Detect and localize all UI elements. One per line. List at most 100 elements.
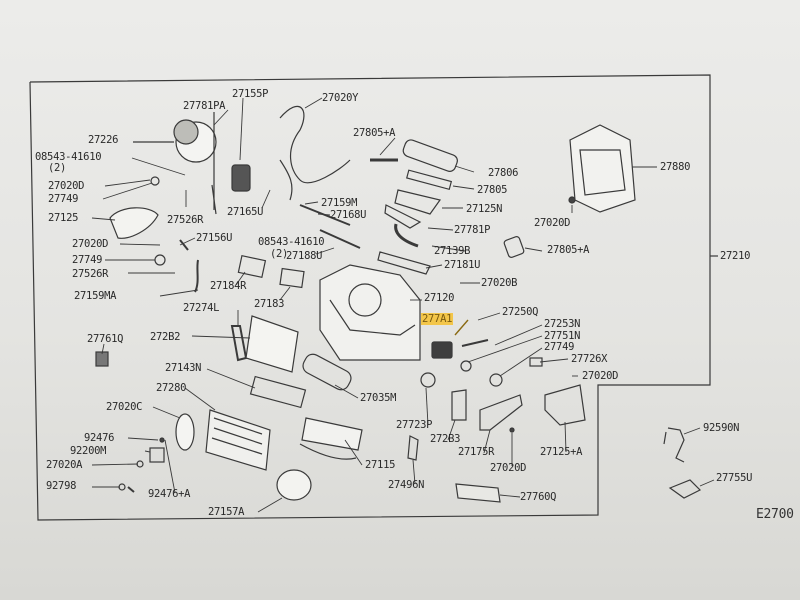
part-label-27020C: 27020C bbox=[106, 401, 143, 413]
part-label-27181U: 27181U bbox=[444, 259, 481, 271]
part-label-27159M: 27159M bbox=[321, 197, 358, 209]
evaporator-27280-drawing bbox=[205, 409, 271, 471]
rod-27159MA-drawing bbox=[194, 259, 199, 293]
part-label-27805-a: 27805+A bbox=[353, 127, 396, 139]
part-label-27184R: 27184R bbox=[210, 280, 247, 292]
part-label-27880: 27880 bbox=[660, 161, 691, 173]
part-label-27120: 27120 bbox=[424, 292, 455, 304]
part-label-27020D-4: 27020D bbox=[582, 370, 619, 382]
relay-92200M-drawing bbox=[149, 447, 165, 463]
part-label-92590N: 92590N bbox=[703, 422, 740, 434]
part-label-277A1-highlighted: 277A1 bbox=[421, 313, 454, 325]
part-label-27139B: 27139B bbox=[434, 245, 471, 257]
duct-27125N-drawing bbox=[394, 189, 442, 215]
part-label-272B3: 272B3 bbox=[430, 433, 461, 445]
harness-drawing bbox=[279, 105, 351, 201]
part-label-27020A: 27020A bbox=[46, 459, 83, 471]
part-label-27761Q: 27761Q bbox=[87, 333, 124, 345]
part-label-27020D-2: 27020D bbox=[72, 238, 109, 250]
part-label-27183: 27183 bbox=[254, 298, 285, 310]
part-label-27020B: 27020B bbox=[481, 277, 518, 289]
part-label-27749-3: 27749 bbox=[544, 341, 575, 353]
part-label-27781P: 27781P bbox=[454, 224, 491, 236]
part-label-27165U: 27165U bbox=[227, 206, 264, 218]
part-label-08543-41610-2: 08543-41610 bbox=[258, 236, 325, 248]
clip-27749b-drawing bbox=[154, 254, 166, 266]
blower-motor-drawing bbox=[133, 119, 217, 163]
part-label-27168U: 27168U bbox=[330, 209, 367, 221]
bracket-27496N-drawing bbox=[407, 435, 419, 461]
filter-272B2-drawing bbox=[245, 315, 299, 373]
clip-27749-drawing bbox=[150, 176, 160, 186]
actuator-277A1-drawing bbox=[431, 341, 453, 359]
gasket-27805-drawing bbox=[406, 169, 453, 191]
part-label-27125N: 27125N bbox=[466, 203, 503, 215]
part-label-27159MA: 27159MA bbox=[74, 290, 117, 302]
part-label-27280: 27280 bbox=[156, 382, 187, 394]
part-label-27723P: 27723P bbox=[396, 419, 433, 431]
part-label-08543-41610: 08543-41610 bbox=[35, 151, 102, 163]
part-label-272B2: 272B2 bbox=[150, 331, 181, 343]
grille-27143N-drawing bbox=[249, 375, 307, 409]
cover-27760Q-drawing bbox=[455, 483, 501, 503]
part-label-27125-a: 27125+A bbox=[540, 446, 583, 458]
filter-cap-27157A-drawing bbox=[276, 469, 312, 501]
motor-272B3-drawing bbox=[451, 389, 467, 421]
duct-27125-drawing bbox=[109, 207, 159, 239]
sensor-27761Q-drawing bbox=[95, 351, 109, 367]
diagram-code: E2700 bbox=[756, 507, 794, 522]
part-label-27749: 27749 bbox=[48, 193, 79, 205]
part-label-27020D: 27020D bbox=[48, 180, 85, 192]
duct-27125A-drawing bbox=[544, 384, 586, 426]
part-label-27755U: 27755U bbox=[716, 472, 753, 484]
part-label-27496N: 27496N bbox=[388, 479, 425, 491]
door-27184R-drawing bbox=[237, 254, 267, 279]
seal-27139B-drawing bbox=[394, 223, 419, 248]
part-label-27125: 27125 bbox=[48, 212, 79, 224]
resistor-drawing bbox=[231, 164, 251, 192]
part-label-27806: 27806 bbox=[488, 167, 519, 179]
part-label-27020Y: 27020Y bbox=[322, 92, 359, 104]
lever-27175R-drawing bbox=[479, 394, 523, 431]
part-label-27805-a-2: 27805+A bbox=[547, 244, 590, 256]
seal-27035M-drawing bbox=[302, 353, 352, 391]
part-label-27175R: 27175R bbox=[458, 446, 495, 458]
lever-27188U-drawing bbox=[319, 229, 361, 249]
part-label-27781PA: 27781PA bbox=[183, 100, 226, 112]
heater-unit-27120-drawing bbox=[319, 264, 421, 361]
seal-27805A-drawing bbox=[503, 236, 525, 258]
part-label-27115: 27115 bbox=[365, 459, 396, 471]
part-label-27156U: 27156U bbox=[196, 232, 233, 244]
sensor-27755U-drawing bbox=[668, 479, 702, 499]
part-label-27035M: 27035M bbox=[360, 392, 397, 404]
case-27880-drawing bbox=[569, 124, 636, 213]
part-label-qty-2: (2) bbox=[48, 162, 67, 174]
part-label-27751N: 27751N bbox=[544, 330, 581, 342]
part-label-92200M: 92200M bbox=[70, 445, 107, 457]
part-label-27253N: 27253N bbox=[544, 318, 581, 330]
part-label-27749-2: 27749 bbox=[72, 254, 103, 266]
part-label-27526R-2: 27526R bbox=[72, 268, 109, 280]
part-label-27726X: 27726X bbox=[571, 353, 608, 365]
gasket-27806-drawing bbox=[402, 139, 458, 172]
part-label-27020D-5: 27020D bbox=[490, 462, 527, 474]
part-label-27155P: 27155P bbox=[232, 88, 269, 100]
door-27183-drawing bbox=[279, 267, 305, 289]
seal-27274L-drawing bbox=[230, 325, 248, 362]
part-label-27143N: 27143N bbox=[165, 362, 202, 374]
part-label-92798: 92798 bbox=[46, 480, 77, 492]
link-27781P-drawing bbox=[384, 204, 422, 229]
heater-core-27115-drawing bbox=[301, 417, 363, 451]
part-label-qty-2b: (2) bbox=[270, 248, 289, 260]
part-label-27274L: 27274L bbox=[183, 302, 220, 314]
part-label-92476: 92476 bbox=[84, 432, 115, 444]
part-label-27210: 27210 bbox=[720, 250, 751, 262]
part-label-27526R: 27526R bbox=[167, 214, 204, 226]
part-label-27020D-3: 27020D bbox=[534, 217, 571, 229]
part-label-27805: 27805 bbox=[477, 184, 508, 196]
part-label-27157A: 27157A bbox=[208, 506, 245, 518]
part-label-92476-a: 92476+A bbox=[148, 488, 191, 500]
part-label-27250Q: 27250Q bbox=[502, 306, 539, 318]
